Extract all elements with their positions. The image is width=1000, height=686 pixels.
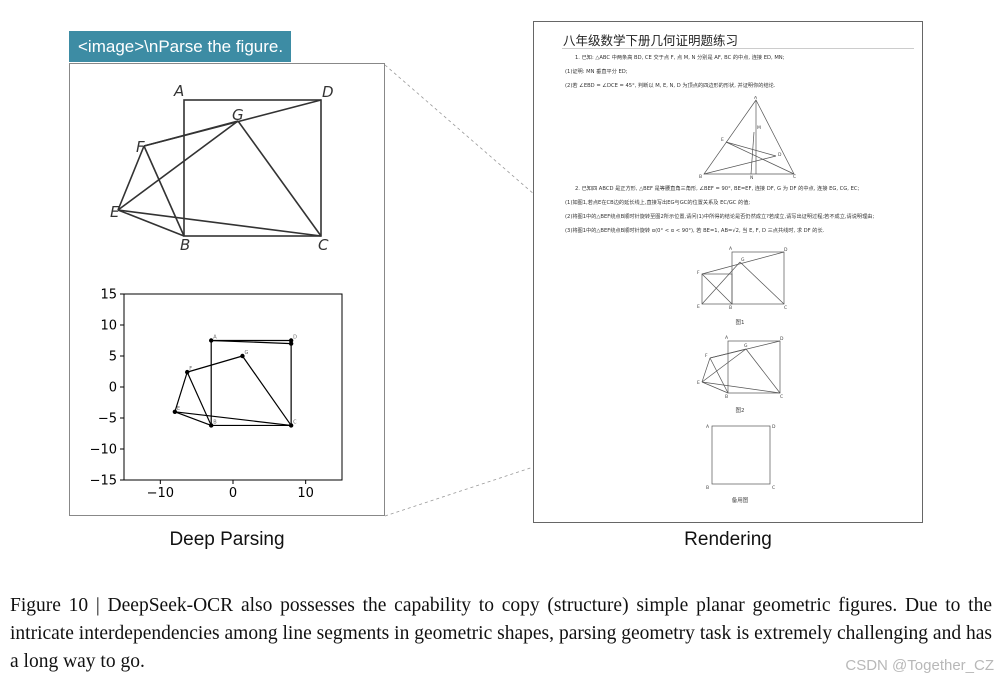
backup-figure: A D B C	[706, 424, 776, 491]
point-label-b: B	[180, 236, 190, 254]
segment-eg	[117, 120, 239, 211]
svg-text:M: M	[757, 125, 761, 131]
y-tick-label: −15	[90, 474, 117, 489]
y-tick-label: 15	[100, 288, 117, 303]
svg-text:D: D	[784, 247, 788, 253]
x-tick-label: −10	[147, 486, 174, 501]
plot-frame	[123, 293, 343, 481]
point-label-e: E	[110, 203, 120, 221]
segment-eb	[117, 209, 185, 237]
svg-text:G: G	[741, 257, 745, 263]
prompt-tag: <image>\nParse the figure.	[69, 31, 291, 62]
plot-segment-GC	[241, 355, 292, 426]
plot-point-B	[209, 423, 214, 428]
svg-text:E: E	[721, 137, 724, 143]
svg-text:B: B	[699, 174, 702, 180]
triangle-figure: A B C D E M N	[699, 96, 796, 181]
plot-point-C	[288, 423, 294, 428]
problem2-part3: (3)将图1中的△BEF绕点B顺时针旋转 α(0° < α < 90°), 若 …	[565, 228, 825, 234]
problem2-part2: (2)将图1中的△BEF绕点B顺时针旋转至图2所示位置,请问(1)中所得的结论是…	[565, 214, 875, 220]
figure-2: A D G F E B C	[697, 335, 784, 400]
svg-text:B: B	[725, 394, 728, 400]
svg-text:E: E	[697, 304, 700, 310]
problem2-stem: 2. 已知四 ABCD 是正方形, △BEF 是等腰直角三角形, ∠BEF = …	[575, 186, 860, 192]
point-label-d: D	[322, 83, 334, 101]
problem1-stem: 1. 已知: △ABC 中两条高 BD, CE 交于点 F, 点 M, N 分别…	[575, 55, 785, 61]
plot-segment-EC	[174, 411, 292, 427]
plot-segment-extra	[211, 339, 292, 345]
point-label-g: G	[232, 106, 244, 124]
svg-text:B: B	[706, 485, 709, 491]
svg-text:E: E	[697, 380, 700, 386]
rendering-panel: 八年级数学下册几何证明题练习 1. 已知: △ABC 中两条高 BD, CE 交…	[533, 21, 923, 523]
svg-text:F: F	[697, 270, 700, 276]
plot-point-label: E	[177, 406, 180, 412]
y-tick-label: −5	[98, 412, 117, 427]
svg-text:D: D	[772, 424, 776, 430]
segment-gc	[237, 120, 322, 237]
title-rule	[562, 48, 914, 49]
plot-point-label: A	[213, 335, 217, 341]
plot-point-F	[185, 369, 190, 375]
svg-text:A: A	[725, 335, 729, 341]
figure-caption: Figure 10 | DeepSeek-OCR also possesses …	[10, 595, 992, 672]
square-abcd	[183, 99, 322, 237]
svg-text:F: F	[705, 353, 708, 359]
deep-parsing-panel: A D G F E B C −10 0 10 15 10 5 0 −5 −10 −15 A D G F E B…	[69, 63, 385, 516]
plot-segment-FB	[186, 371, 212, 426]
svg-text:C: C	[772, 485, 775, 491]
svg-text:G: G	[744, 343, 748, 349]
svg-text:C: C	[784, 305, 787, 311]
figure-2-caption: 图2	[735, 408, 745, 414]
plot-point-label: D	[293, 335, 297, 341]
y-tick-label: −10	[90, 443, 117, 458]
plot-point-label: B	[213, 419, 217, 425]
plot-point-label: F	[189, 366, 192, 372]
plot-point-label: C	[293, 419, 297, 425]
watermark: CSDN @Together_CZ	[845, 657, 994, 674]
svg-text:A: A	[754, 96, 758, 101]
svg-text:C: C	[780, 394, 783, 400]
figure-1-caption: 图1	[735, 320, 745, 326]
svg-text:N: N	[750, 175, 753, 181]
point-label-a: A	[173, 82, 184, 100]
backup-figure-caption: 备用图	[731, 498, 749, 504]
y-tick-label: 10	[100, 319, 117, 334]
plot-segment-FG	[187, 355, 243, 373]
problem2-part1: (1)如图1,若点E在CB边的延长线上,直接写出EG与GC的位置关系及 EC/G…	[565, 200, 751, 206]
x-tick-label: 10	[297, 486, 314, 501]
y-tick-label: 5	[109, 350, 117, 365]
document-title: 八年级数学下册几何证明题练习	[563, 33, 739, 48]
segment-fb	[143, 145, 185, 237]
plot-point-G	[240, 353, 245, 359]
svg-text:C: C	[793, 174, 796, 180]
plot-point-label: G	[244, 350, 248, 356]
plot-point-E	[172, 409, 178, 414]
plot-point-D	[288, 338, 294, 343]
x-tick-label: 0	[229, 486, 237, 501]
problem1-part2: (2)若 ∠EBD = ∠DCE = 45°, 判断以 M, E, N, D 为…	[565, 83, 776, 89]
y-tick-label: 0	[109, 381, 117, 396]
plot-segment-EB	[174, 411, 212, 427]
svg-text:D: D	[778, 152, 782, 158]
svg-text:A: A	[729, 246, 733, 252]
problem1-part1: (1)证明: MN 垂直平分 ED;	[565, 69, 628, 75]
rendering-label: Rendering	[684, 529, 772, 550]
svg-text:D: D	[780, 336, 784, 342]
plot-point	[288, 341, 294, 346]
parsed-plot: −10 0 10 15 10 5 0 −5 −10 −15 A D G F E B C	[90, 288, 343, 501]
point-label-f: F	[136, 138, 145, 156]
svg-text:A: A	[706, 424, 710, 430]
point-label-c: C	[318, 236, 329, 254]
plot-point-A	[209, 338, 214, 343]
segment-fe	[117, 145, 145, 211]
geometry-sketch: A D G F E B C	[110, 82, 334, 254]
figure-1: A D G F E B C	[697, 246, 788, 311]
svg-text:B: B	[729, 305, 732, 311]
deep-parsing-label: Deep Parsing	[169, 529, 285, 550]
plot-segment-FE	[174, 371, 188, 412]
segment-ec	[117, 209, 322, 237]
segment-fg	[143, 120, 239, 147]
